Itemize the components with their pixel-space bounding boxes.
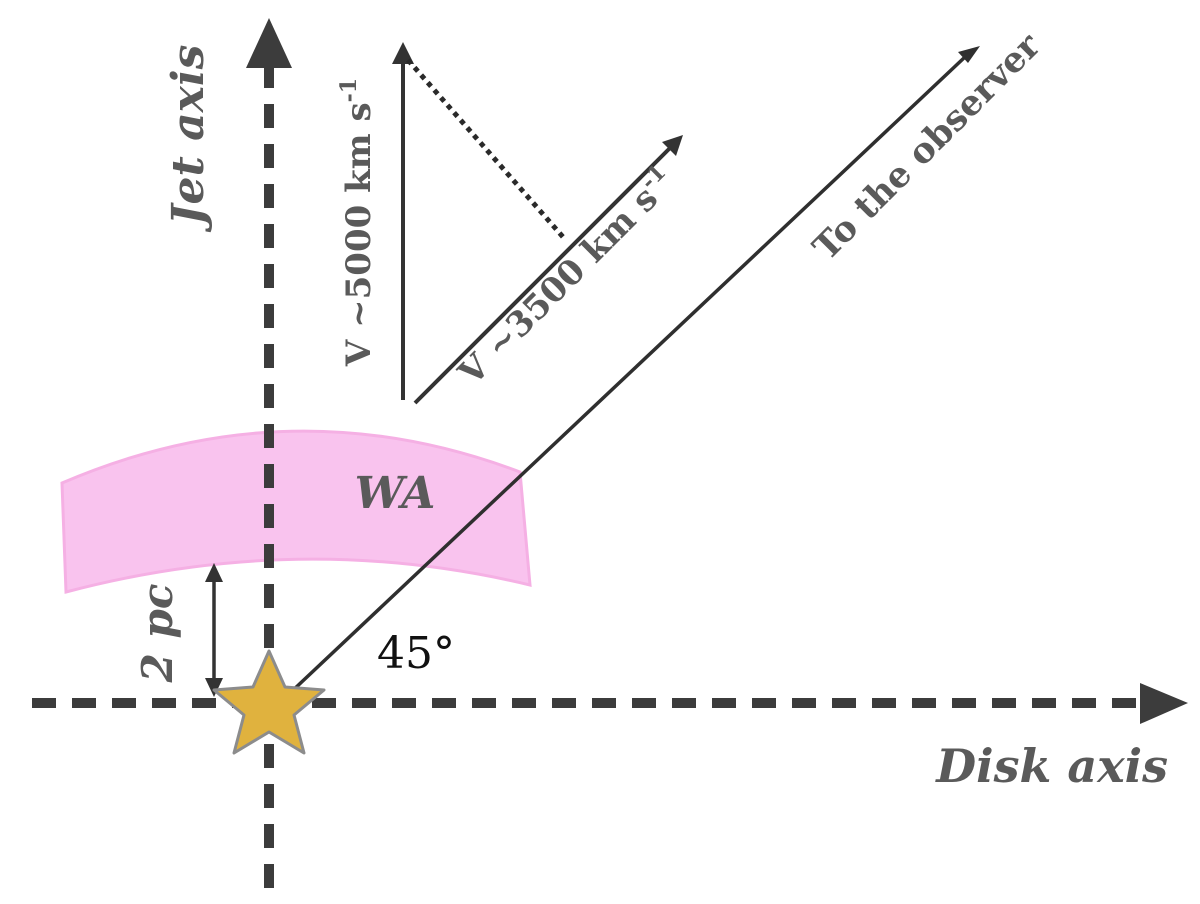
outflow-velocity-exponent: -1: [336, 78, 362, 102]
angle-label: 45°: [377, 628, 455, 679]
observer-label: To the observer: [805, 25, 1049, 269]
distance-arrowhead-bottom: [205, 678, 223, 697]
star-icon: [212, 649, 326, 755]
projection-dotted-line: [406, 58, 565, 239]
outflow-velocity-value: V ~5000 km s: [339, 102, 379, 367]
distance-label: 2 pc: [133, 584, 182, 684]
los-velocity-value: V ~3500 km s: [450, 178, 665, 393]
los-velocity-label: V ~3500 km s-1: [448, 159, 683, 394]
observer-line: [288, 55, 967, 695]
disk-axis-label: Disk axis: [934, 739, 1168, 793]
observer-arrowhead: [958, 46, 980, 63]
jet-axis-label: Jet axis: [163, 45, 214, 233]
jet-axis-arrowhead: [246, 18, 292, 68]
los-velocity-arrow: [413, 146, 672, 405]
los-velocity-arrowhead: [662, 135, 683, 156]
distance-arrowhead-top: [205, 563, 223, 582]
warm-absorber-region: [60, 429, 532, 594]
outflow-velocity-label: V ~5000 km s-1: [336, 78, 379, 367]
outflow-velocity-arrowhead: [392, 42, 414, 64]
warm-absorber-label: WA: [355, 468, 436, 519]
disk-axis-arrowhead: [1140, 683, 1188, 724]
